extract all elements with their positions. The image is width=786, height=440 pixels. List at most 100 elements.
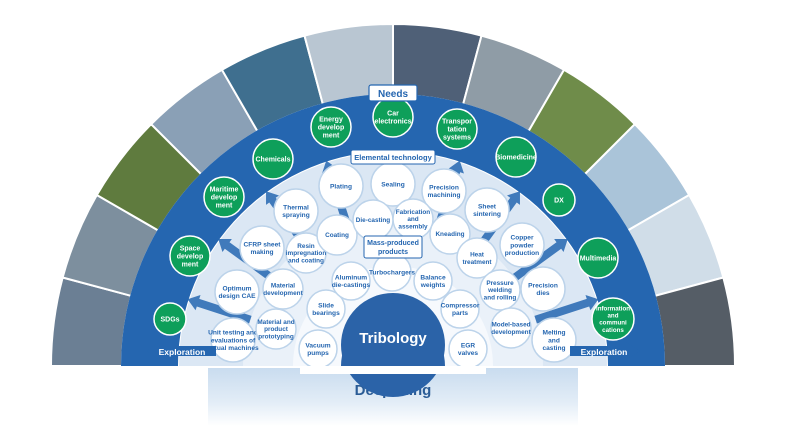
elem-9-label: Precision xyxy=(528,283,558,290)
need-0-label: SDGs xyxy=(160,316,179,323)
need-10-label: communi xyxy=(599,320,627,327)
mid-0-label: Material and xyxy=(257,319,294,326)
mass-1-label: Slide xyxy=(318,303,334,310)
elem-7-label: sintering xyxy=(473,211,501,218)
mid-6-label: Kneading xyxy=(435,231,464,238)
mid-2-label: Resin xyxy=(297,243,314,250)
mid-9-label: Model-based xyxy=(491,322,530,329)
mid-9-label: development xyxy=(491,329,531,336)
elem-4-label: Plating xyxy=(330,183,352,190)
radial-arrow xyxy=(534,295,599,324)
elem-4: Plating xyxy=(318,163,364,209)
needs-label-box: Needs xyxy=(368,84,418,102)
need-9-circle xyxy=(577,237,619,279)
mass-2-label: die-castings xyxy=(332,282,371,289)
need-10-circle xyxy=(591,297,635,341)
elem-9-circle xyxy=(520,266,566,312)
need-2-label: Maritime xyxy=(210,186,239,193)
need-7-circle xyxy=(495,136,537,178)
mass-5-circle xyxy=(440,289,480,329)
mid-1-label: development xyxy=(263,290,303,297)
elem-0-label: actual machines xyxy=(207,345,259,352)
need-6-label: Transpor xyxy=(442,118,472,125)
elem-3-label: Thermal xyxy=(283,205,309,212)
elem-2-label: making xyxy=(250,249,273,256)
mid-8-label: welding xyxy=(487,287,512,294)
need-5-label: Car xyxy=(387,110,399,117)
need-6-label: systems xyxy=(443,135,471,142)
needs-label: Needs xyxy=(378,89,408,100)
mid-6-circle xyxy=(429,213,471,255)
mid-7-label: Heat xyxy=(470,252,485,259)
mid-5-label: Fabrication xyxy=(396,209,431,216)
elem-8-label: production xyxy=(505,250,539,257)
need-2-label: ment xyxy=(216,203,233,210)
need-7-label: Biomedicine xyxy=(495,154,537,161)
mass-5-label: parts xyxy=(452,310,468,317)
need-6-circle xyxy=(436,108,478,150)
mass-1-circle xyxy=(306,289,346,329)
mid-2-circle xyxy=(285,232,327,274)
mid-1-label: Material xyxy=(271,283,295,290)
elem-6-label: Precision xyxy=(429,185,459,192)
need-8: DX xyxy=(542,183,576,217)
mass-3: Turbochargers xyxy=(369,252,415,292)
mid-8-circle xyxy=(479,269,521,311)
need-9-label: Multimedia xyxy=(580,255,617,262)
node-circles: SDGsSpacedevelopmentMaritimedevelopmentC… xyxy=(153,96,635,369)
elem-6-label: machining xyxy=(428,192,461,199)
mid-0-label: product xyxy=(264,326,289,333)
mid-1-circle xyxy=(262,268,304,310)
need-4-label: ment xyxy=(323,133,340,140)
need-10-label: Information xyxy=(596,305,630,312)
need-8-circle xyxy=(542,183,576,217)
radial-arrow xyxy=(512,239,568,282)
elem-10-label: Melting xyxy=(542,330,565,337)
elem-0-circle xyxy=(210,317,256,363)
elem-3-circle xyxy=(273,188,319,234)
elem-3-label: spraying xyxy=(282,212,309,219)
elem-2-label: CFRP sheet xyxy=(244,242,282,249)
need-4-circle xyxy=(310,106,352,148)
mass-3-label: Turbochargers xyxy=(369,269,415,276)
need-2-circle xyxy=(203,176,245,218)
mid-2-label: impregnation xyxy=(286,250,327,257)
mass-6-label: valves xyxy=(458,350,479,357)
elem-1-label: Optimum xyxy=(223,286,252,293)
mid-2-label: and coating xyxy=(288,258,324,265)
exploration-arrow-left: Exploration xyxy=(146,342,216,360)
need-8-label: DX xyxy=(554,197,564,204)
need-7: Biomedicine xyxy=(495,136,537,178)
mass-4-circle xyxy=(413,261,453,301)
need-0-circle xyxy=(153,302,187,336)
elem-1-circle xyxy=(214,269,260,315)
mid-3-label: Coating xyxy=(325,232,349,239)
mid-4: Die-casting xyxy=(352,199,394,241)
need-6-label: tation xyxy=(447,126,466,133)
need-1-label: develop xyxy=(177,253,203,260)
mass-0-label: pumps xyxy=(307,350,329,357)
elem-10-circle xyxy=(531,317,577,363)
center-tribology: Tribology xyxy=(300,293,486,397)
mid-3: Coating xyxy=(316,214,358,256)
elem-0-label: evaluations of xyxy=(211,337,256,344)
mid-9-circle xyxy=(490,307,532,349)
exploration-arrow-right: Exploration xyxy=(570,342,640,360)
need-2-label: develop xyxy=(211,194,237,201)
elem-4-circle xyxy=(318,163,364,209)
mass-4-label: weights xyxy=(420,282,446,289)
elem-2-circle xyxy=(239,225,285,271)
need-3: Chemicals xyxy=(252,138,294,180)
mid-0-circle xyxy=(255,308,297,350)
exploration-label-left: Exploration xyxy=(159,347,206,357)
need-1-label: Space xyxy=(180,245,201,252)
